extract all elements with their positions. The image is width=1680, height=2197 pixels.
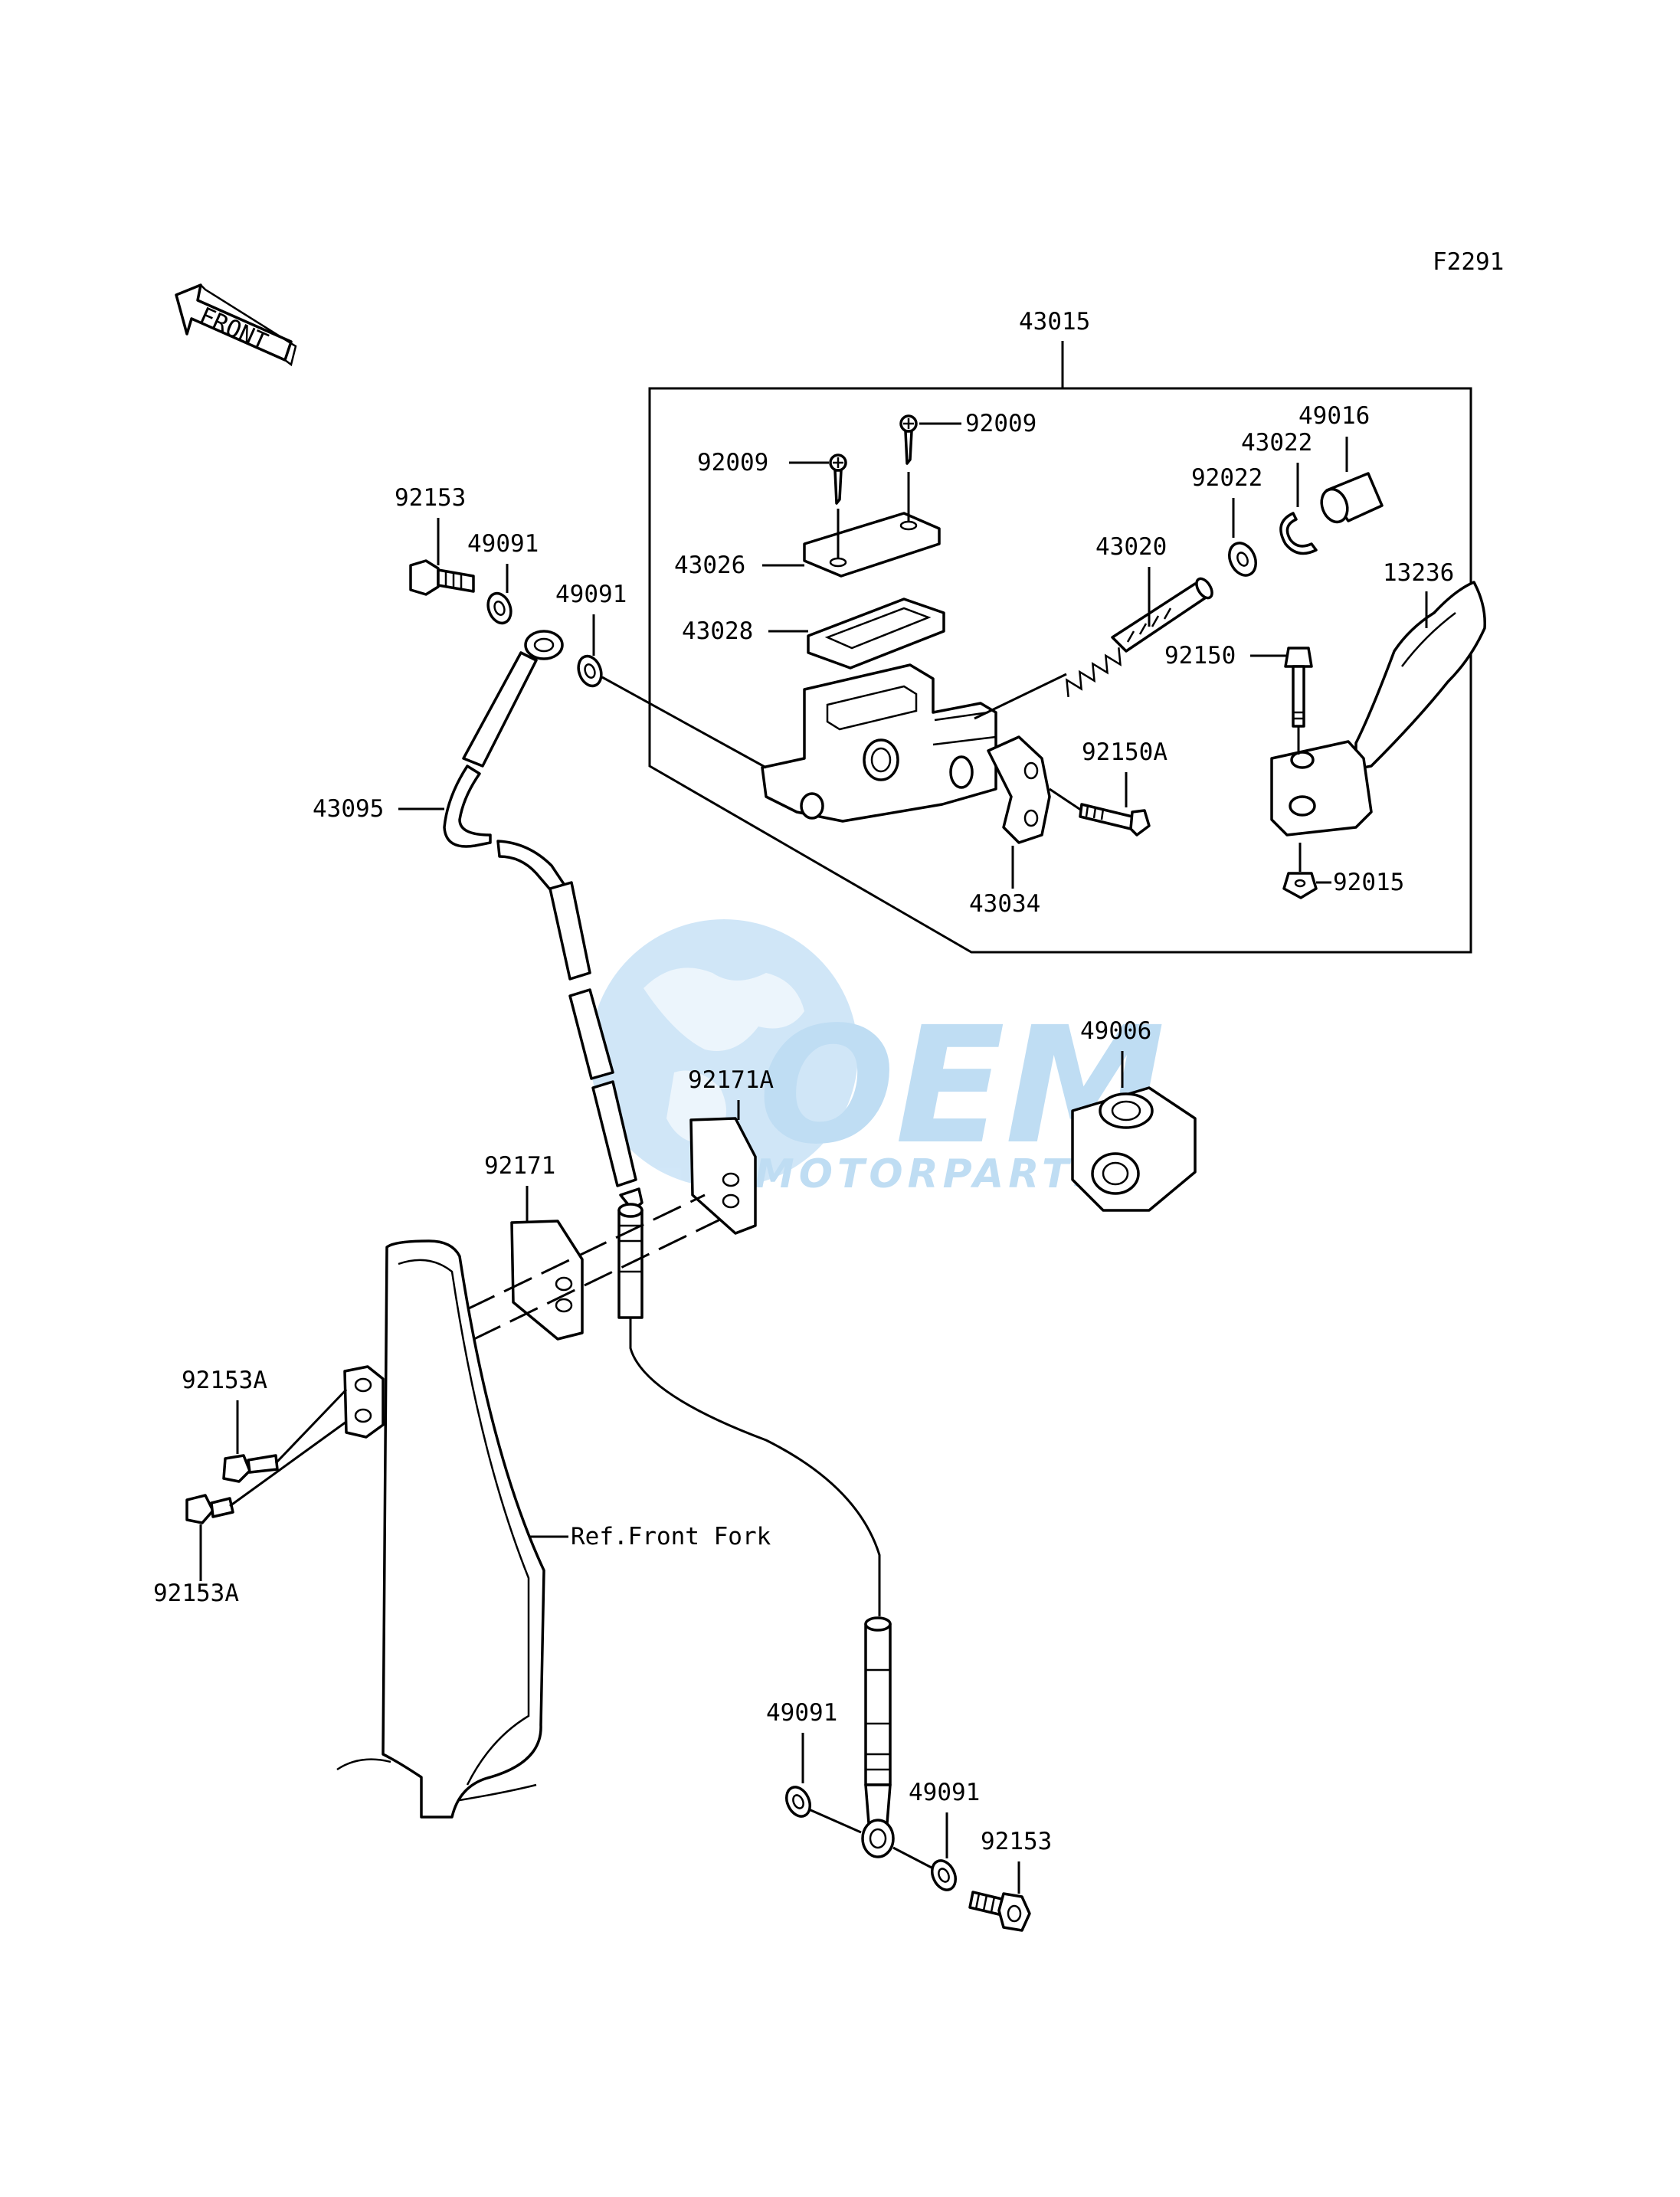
label-43026: 43026 bbox=[674, 552, 745, 579]
label-49091-top-a: 49091 bbox=[467, 530, 539, 558]
clamp-43034: 43034 bbox=[969, 735, 1051, 918]
front-arrow: FRONT bbox=[175, 283, 297, 367]
circlip-43022: 43022 bbox=[1241, 429, 1318, 555]
label-49091-bot-a: 49091 bbox=[766, 1699, 837, 1727]
washer-92022: 92022 bbox=[1191, 464, 1262, 577]
label-92009-left: 92009 bbox=[697, 449, 768, 476]
screw-92009-top: 92009 bbox=[899, 410, 1036, 465]
label-49091-bot-b: 49091 bbox=[909, 1779, 980, 1806]
bolt-92150A: 92150A bbox=[1049, 738, 1167, 837]
label-43095: 43095 bbox=[313, 795, 384, 823]
watermark-globe bbox=[590, 919, 858, 1187]
bolt-92153A-a: 92153A bbox=[182, 1367, 348, 1483]
label-92153-bot: 92153 bbox=[981, 1828, 1052, 1855]
washer-49091-top-b: 49091 bbox=[555, 581, 767, 769]
screw-92009-left: 92009 bbox=[697, 449, 847, 505]
front-arrow-shape bbox=[175, 283, 293, 362]
front-arrow-label: FRONT bbox=[195, 302, 272, 356]
label-92009-top: 92009 bbox=[965, 410, 1036, 437]
label-92171A: 92171A bbox=[688, 1066, 774, 1094]
banjo-bolt-92153-bot: 92153 bbox=[968, 1828, 1052, 1932]
bracket-92171A: 92171A bbox=[688, 1066, 774, 1235]
reservoir-cap-43026: 43026 bbox=[674, 472, 941, 579]
label-49006: 49006 bbox=[1080, 1017, 1151, 1045]
label-43015: 43015 bbox=[1019, 308, 1090, 336]
nut-92015: 92015 bbox=[1282, 843, 1404, 899]
label-92171: 92171 bbox=[484, 1152, 555, 1180]
washer-49091-bot-b: 49091 bbox=[892, 1779, 980, 1891]
label-49091-top-b: 49091 bbox=[555, 581, 627, 608]
washer-49091-bot-a: 49091 bbox=[766, 1699, 862, 1834]
label-92150: 92150 bbox=[1164, 642, 1236, 670]
master-cylinder-body bbox=[761, 663, 997, 823]
bolt-92153A-b: 92153A bbox=[153, 1420, 347, 1607]
label-92015: 92015 bbox=[1333, 869, 1404, 896]
reference-front-fork-label: Ref.Front Fork bbox=[571, 1523, 771, 1550]
label-49016: 49016 bbox=[1298, 402, 1370, 430]
label-13236: 13236 bbox=[1383, 559, 1454, 587]
brake-hose-43095: 43095 bbox=[313, 630, 895, 1858]
holder-49006: 49006 bbox=[1071, 1017, 1197, 1212]
lever-13236: 13236 bbox=[1270, 559, 1486, 837]
label-92153A-b: 92153A bbox=[153, 1580, 239, 1607]
boot-49016: 49016 bbox=[1298, 402, 1384, 524]
banjo-bolt-92153-top: 92153 bbox=[395, 484, 475, 596]
piston-43020: 43020 bbox=[974, 533, 1213, 720]
washer-49091-top-a: 49091 bbox=[467, 530, 539, 625]
watermark-continents bbox=[644, 968, 804, 1143]
label-43034: 43034 bbox=[969, 890, 1040, 918]
label-43020: 43020 bbox=[1095, 533, 1167, 561]
label-92153A-a: 92153A bbox=[182, 1367, 267, 1394]
label-92150A: 92150A bbox=[1082, 738, 1167, 766]
label-92153-top: 92153 bbox=[395, 484, 466, 512]
label-92022: 92022 bbox=[1191, 464, 1262, 492]
label-43028: 43028 bbox=[682, 617, 753, 645]
bolt-92150: 92150 bbox=[1164, 642, 1313, 755]
front-fork-reference: Ref.Front Fork bbox=[336, 1239, 771, 1819]
label-43022: 43022 bbox=[1241, 429, 1312, 457]
diagram-code: F2291 bbox=[1433, 248, 1504, 276]
diaphragm-43028: 43028 bbox=[682, 598, 945, 670]
watermark-subtitle: MOTORPARTS bbox=[755, 1151, 1107, 1197]
